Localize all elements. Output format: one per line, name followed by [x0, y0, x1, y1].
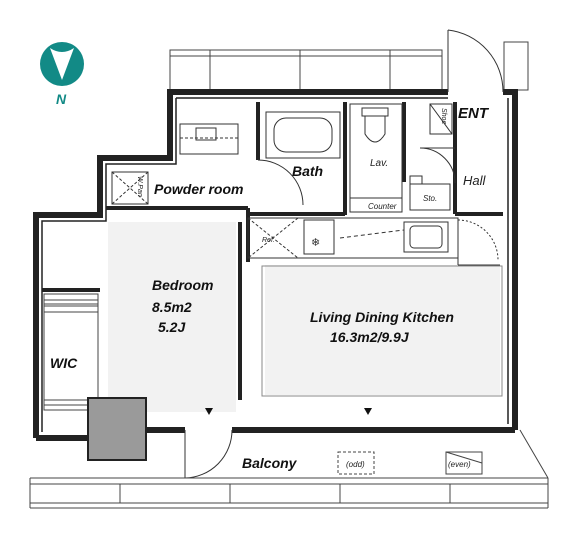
- room-label-hall: Hall: [463, 173, 487, 188]
- room-label-bath: Bath: [292, 163, 323, 179]
- room-label-bedroom-m2: 8.5m2: [152, 299, 192, 315]
- bath-door-swing: [257, 159, 304, 206]
- lavatory-fixtures: [349, 103, 403, 213]
- interior-walls: [42, 102, 503, 400]
- storage-box: [409, 175, 451, 211]
- bathtub: [265, 111, 341, 159]
- room-label-wic: WIC: [50, 355, 78, 371]
- ldk-floor: [265, 265, 500, 395]
- entrance-door: [447, 29, 504, 93]
- north-compass: N: [40, 42, 84, 107]
- room-label-balcony: Balcony: [242, 455, 298, 471]
- fixture-label-counter: Counter: [368, 202, 397, 211]
- wic-shelves: [43, 293, 99, 411]
- room-label-bedroom: Bedroom: [152, 277, 213, 293]
- compass-label: N: [56, 91, 67, 107]
- powder-room-fixtures: [111, 123, 239, 205]
- fixture-label-even: (even): [448, 460, 471, 469]
- fixture-label-odd: (odd): [346, 460, 365, 469]
- shoe-box: [429, 103, 453, 135]
- outer-walls: [33, 89, 518, 441]
- window-marker-ldk: [364, 408, 372, 415]
- fixture-label-ref: Ref.: [262, 237, 275, 244]
- outer-wall-inner-lines: [41, 97, 509, 432]
- room-label-ent: ENT: [458, 105, 490, 122]
- kitchen-counter: [247, 217, 500, 266]
- top-railing: [169, 41, 529, 91]
- snowflake-icon: ❄: [311, 237, 320, 249]
- balcony-door: [184, 429, 233, 479]
- room-label-ldk: Living Dining Kitchen: [310, 309, 454, 325]
- room-label-powder: Powder room: [154, 181, 243, 197]
- hatch-even-mark: [445, 451, 483, 464]
- hall-door-swing: [419, 147, 456, 184]
- hatch-odd: [337, 451, 375, 475]
- balcony-railing: [29, 429, 549, 509]
- fixture-label-shoe: Shoe: [440, 108, 447, 124]
- room-label-ldk-area: 16.3m2/9.9J: [330, 329, 410, 345]
- fixture-label-sto: Sto.: [423, 194, 437, 203]
- fixture-label-wpan: W.Pan: [136, 176, 143, 197]
- window-marker-bedroom: [205, 408, 213, 415]
- bedroom-floor: [108, 222, 236, 412]
- ldk-outline: [261, 265, 503, 397]
- fixture-label-lav: Lav.: [370, 158, 388, 169]
- room-label-bedroom-j: 5.2J: [158, 319, 186, 335]
- structural-column: [87, 397, 147, 461]
